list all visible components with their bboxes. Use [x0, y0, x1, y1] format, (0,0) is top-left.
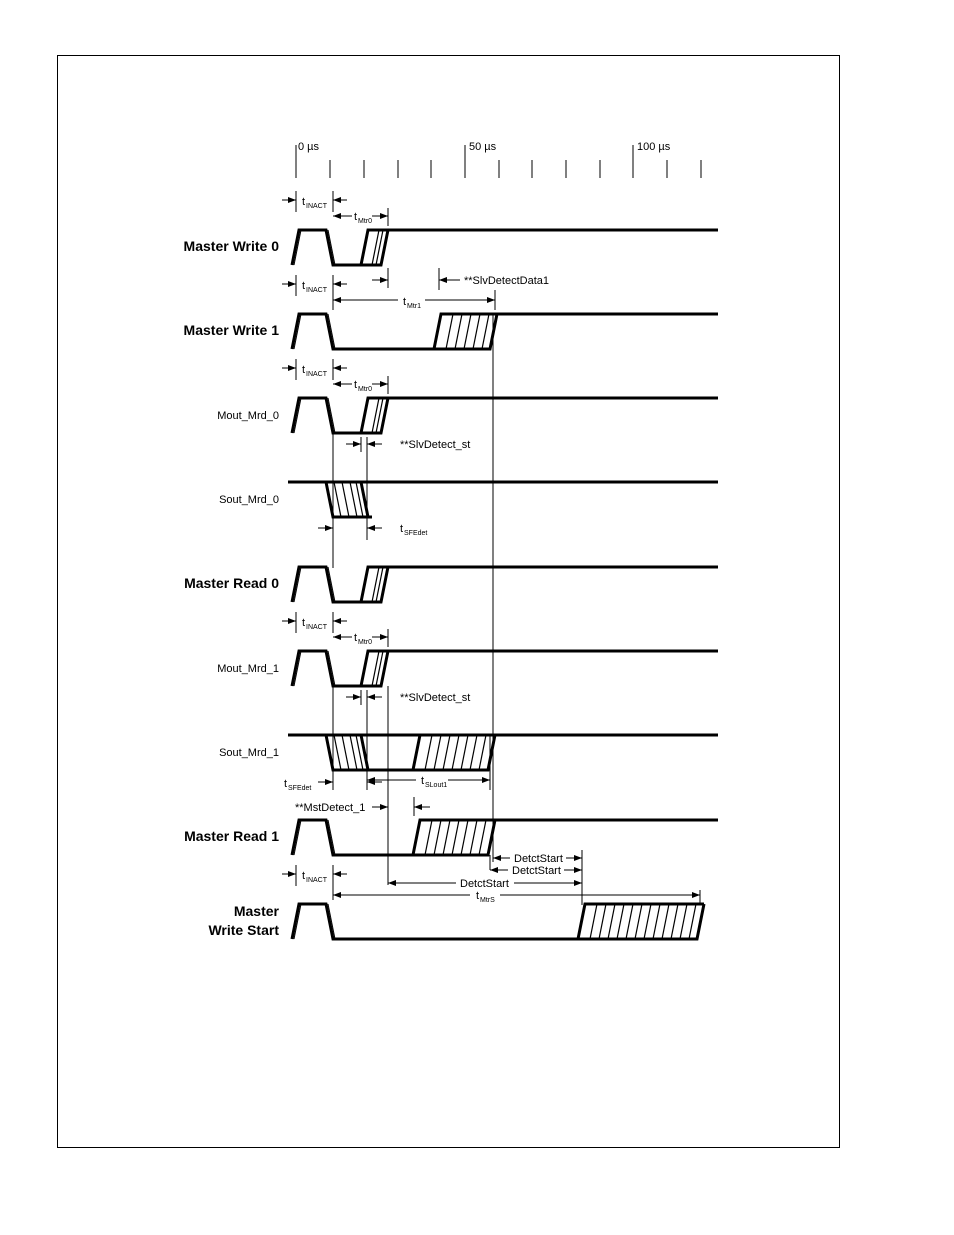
svg-text:t: t: [403, 296, 406, 308]
annotation-mtr0-mw0: t Mtr0: [333, 208, 389, 226]
time-axis: 0 µs 50 µs 100 µs: [295, 141, 702, 178]
svg-text:DetctStart: DetctStart: [460, 878, 509, 890]
label-master-read-0: Master Read 0: [184, 575, 279, 591]
svg-text:SFEdet: SFEdet: [288, 785, 311, 792]
label-master-read-1: Master Read 1: [184, 828, 279, 844]
waveform-master-read-0: [290, 565, 718, 604]
label-mout-mrd-0: Mout_Mrd_0: [217, 410, 279, 422]
annotation-inact-mw1: t INACT: [282, 275, 347, 310]
svg-text:DetctStart: DetctStart: [512, 865, 561, 877]
label-master-write-start-2: Write Start: [208, 922, 279, 938]
label-master-write-0: Master Write 0: [184, 238, 280, 254]
svg-text:INACT: INACT: [306, 371, 328, 378]
svg-text:SFEdet: SFEdet: [404, 530, 427, 537]
tick-label-0: 0 µs: [298, 141, 320, 153]
waveform-sout-mrd-0: [288, 480, 718, 519]
annotation-slvdetectdata1: **SlvDetectData1: [372, 268, 549, 290]
label-master-write-1: Master Write 1: [184, 322, 280, 338]
svg-text:INACT: INACT: [306, 624, 328, 631]
annotation-inact-mout0: t INACT: [282, 359, 347, 380]
svg-text:t: t: [421, 775, 424, 787]
annotation-inact-mout1: t INACT: [282, 612, 347, 633]
svg-text:t: t: [302, 364, 305, 376]
annotation-detctstart: DetctStart DetctStart DetctStart: [388, 853, 582, 890]
annotation-mtr0-mout0: t Mtr0: [333, 376, 389, 394]
svg-text:**SlvDetectData1: **SlvDetectData1: [464, 275, 549, 287]
waveform-sout-mrd-1: [288, 733, 718, 772]
svg-text:**MstDetect_1: **MstDetect_1: [295, 802, 365, 814]
svg-text:t: t: [354, 211, 357, 223]
svg-text:INACT: INACT: [306, 203, 328, 210]
svg-text:DetctStart: DetctStart: [514, 853, 563, 865]
label-sout-mrd-0: Sout_Mrd_0: [219, 494, 279, 506]
reference-lines: [489, 314, 701, 905]
waveform-master-write-1: [290, 312, 718, 351]
annotation-slvdetect-st-1: **SlvDetect_st: [346, 690, 470, 705]
annotation-mtr1: t Mtr1: [333, 290, 496, 310]
svg-text:Mtr0: Mtr0: [358, 386, 372, 393]
svg-text:**SlvDetect_st: **SlvDetect_st: [400, 439, 470, 451]
svg-text:Mtr1: Mtr1: [407, 303, 421, 310]
annotation-slout1: t SLout1: [367, 735, 491, 790]
annotation-slvdetect-st-0: **SlvDetect_st: [346, 437, 470, 452]
signal-labels: Master Write 0 Master Write 1 Mout_Mrd_0…: [184, 238, 280, 938]
svg-text:t: t: [284, 778, 287, 790]
waveform-master-write-0: [290, 228, 718, 267]
svg-text:t: t: [302, 870, 305, 882]
svg-text:Mtr0: Mtr0: [358, 639, 372, 646]
waveform-master-read-1: [290, 818, 718, 857]
svg-text:t: t: [354, 379, 357, 391]
label-mout-mrd-1: Mout_Mrd_1: [217, 663, 279, 675]
annotation-mtrs: t MtrS: [333, 890, 700, 904]
svg-text:Mtr0: Mtr0: [358, 218, 372, 225]
svg-text:**SlvDetect_st: **SlvDetect_st: [400, 692, 470, 704]
svg-text:t: t: [400, 523, 403, 535]
tick-label-100: 100 µs: [637, 141, 671, 153]
waveform-master-write-start: [290, 902, 706, 941]
svg-text:INACT: INACT: [306, 287, 328, 294]
figure-frame: [57, 55, 840, 1148]
svg-text:t: t: [354, 632, 357, 644]
svg-text:t: t: [476, 890, 479, 902]
svg-text:INACT: INACT: [306, 877, 328, 884]
svg-text:t: t: [302, 196, 305, 208]
svg-text:t: t: [302, 280, 305, 292]
waveform-mout-mrd-0: [290, 396, 718, 435]
waveform-mout-mrd-1: [290, 649, 718, 688]
svg-text:t: t: [302, 617, 305, 629]
svg-text:SLout1: SLout1: [425, 782, 447, 789]
annotation-sfedet-1: t SFEdet: [284, 686, 382, 792]
tick-label-50: 50 µs: [469, 141, 497, 153]
annotation-mstdetect-1: **MstDetect_1: [295, 686, 430, 885]
label-sout-mrd-1: Sout_Mrd_1: [219, 747, 279, 759]
annotation-inact-mw0: t INACT: [282, 191, 347, 212]
annotation-mtr0-mout1: t Mtr0: [333, 629, 389, 647]
annotation-sfedet-0: t SFEdet: [318, 433, 427, 568]
label-master-write-start-1: Master: [234, 903, 280, 919]
svg-text:MtrS: MtrS: [480, 897, 495, 904]
